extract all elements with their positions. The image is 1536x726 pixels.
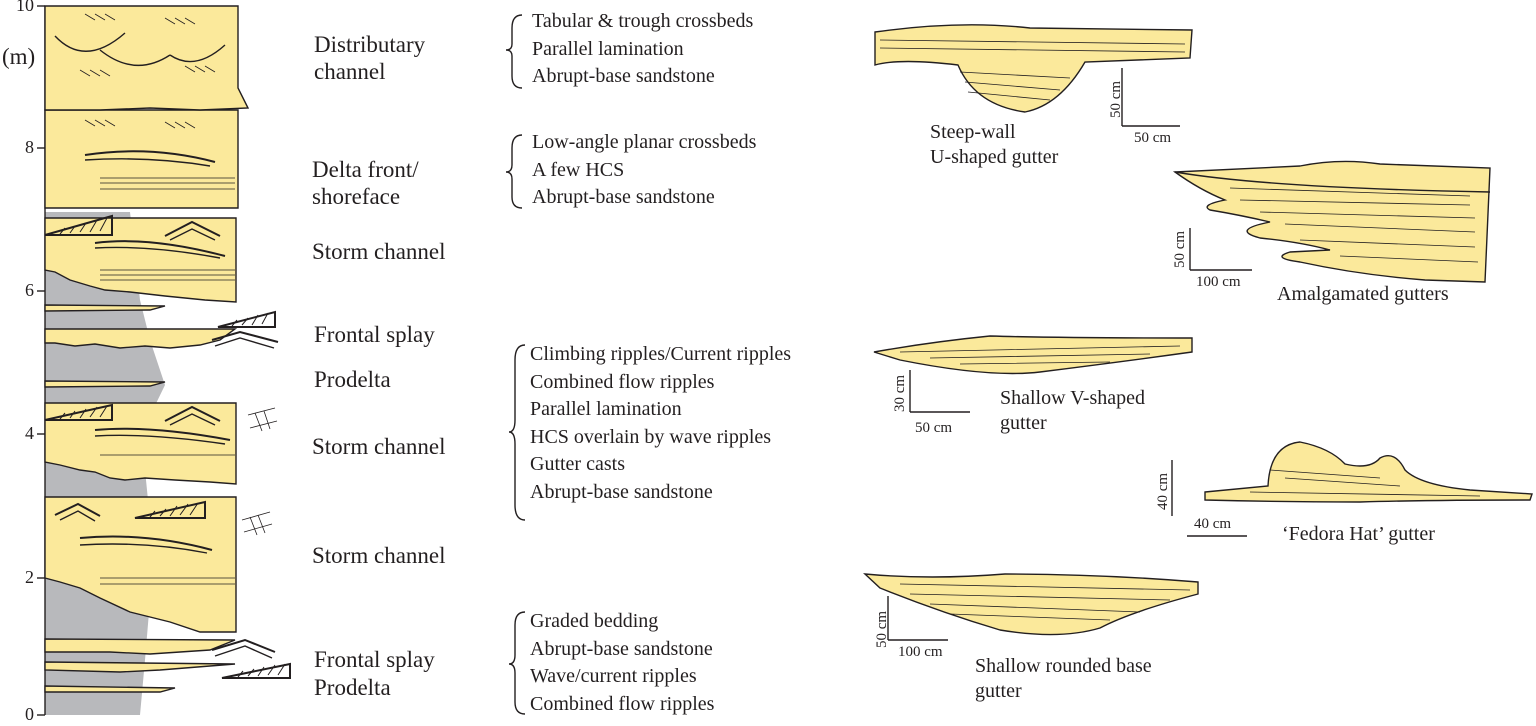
horizontal-scale-label: 50 cm <box>1134 130 1172 146</box>
tick-label: 4 <box>25 423 34 443</box>
gutter-amalgamated <box>1172 160 1491 283</box>
facies-label: Prodelta <box>314 675 391 700</box>
log-structures <box>44 13 291 679</box>
vertical-scale-label: 50 cm <box>1108 80 1124 118</box>
gutter-v-shaped <box>873 335 1193 413</box>
gutter-rounded <box>863 573 1199 641</box>
vertical-scale-label: 50 cm <box>874 610 890 648</box>
facies-label: Prodelta <box>314 367 391 392</box>
gutter-u-shaped <box>874 24 1193 127</box>
sand-beds <box>44 5 250 693</box>
facies-label: Storm channel <box>312 434 446 459</box>
facies-label: Frontal splay <box>314 322 435 347</box>
gutter-caption: Amalgamated gutters <box>1277 283 1449 305</box>
facies-label: Storm channel <box>312 543 446 568</box>
tick-label: 8 <box>25 137 34 157</box>
gutter-fedora <box>1171 441 1533 537</box>
facies-label: Frontal splay <box>314 647 435 672</box>
tick-label: 10 <box>16 0 34 15</box>
horizontal-scale-label: 40 cm <box>1194 516 1232 532</box>
tick-label: 2 <box>25 567 34 587</box>
vertical-scale-label: 50 cm <box>1172 230 1188 268</box>
horizontal-scale-label: 100 cm <box>1196 274 1241 290</box>
depth-axis <box>37 5 46 716</box>
facies-label: Delta front/shoreface <box>312 157 419 209</box>
feature-braces <box>505 14 526 715</box>
axis-unit: (m) <box>2 44 36 69</box>
horizontal-scale-label: 100 cm <box>898 644 943 660</box>
tick-label: 6 <box>25 280 34 300</box>
vertical-scale-label: 40 cm <box>1155 472 1171 510</box>
horizontal-scale-label: 50 cm <box>915 420 953 436</box>
vertical-scale-label: 30 cm <box>892 374 908 412</box>
gutter-caption: ‘Fedora Hat’ gutter <box>1282 523 1435 545</box>
facies-label: Storm channel <box>312 239 446 264</box>
tick-label: 0 <box>25 704 34 724</box>
